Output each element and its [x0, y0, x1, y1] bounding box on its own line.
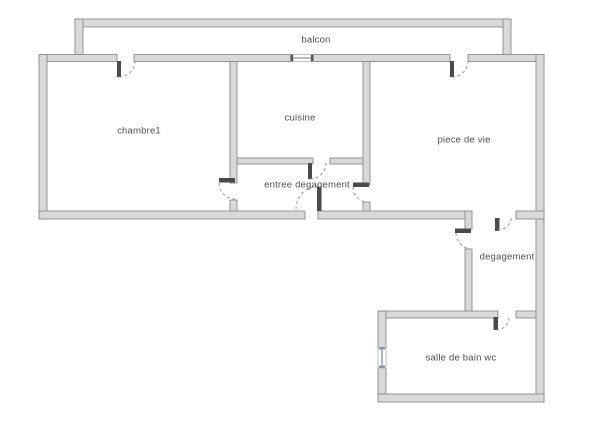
wall-left-outer: [38, 54, 48, 220]
door-arc-cuisine: [309, 162, 327, 180]
wall-chambre-right-upper: [229, 61, 238, 184]
wall-top-3: [310, 54, 451, 62]
door-arc-piece-de-vie: [352, 186, 369, 203]
wall-cuisine-right-lower: [362, 201, 371, 212]
wall-sdb-top-left: [377, 310, 499, 319]
room-label-entree-degagement: entree degagement: [264, 179, 350, 191]
door-leaf-piece-de-vie: [353, 182, 369, 187]
wall-sdb-left-upper: [377, 310, 387, 349]
door-leaf-degagement-top: [495, 218, 500, 231]
wall-sdb-left-lower: [377, 367, 387, 395]
wall-balcony-left: [74, 18, 84, 55]
wall-balcony-right: [502, 18, 512, 55]
wall-cuisine-right-upper: [362, 61, 371, 186]
door-leaf-entrance: [317, 187, 322, 211]
room-label-chambre1: chambre1: [117, 125, 161, 137]
wall-balcony-top: [74, 18, 512, 28]
door-leaf-degagement-side: [455, 228, 471, 233]
door-leaf-balcony-chambre: [117, 61, 121, 77]
window-icon-salle-de-bain: [377, 347, 387, 369]
door-arc-balcony-sejour: [451, 60, 469, 78]
wall-degagement-left-lower: [464, 248, 473, 312]
window-icon-cuisine: [290, 54, 314, 62]
wall-bottom-3: [515, 210, 545, 220]
door-leaf-salle-de-bain: [493, 317, 498, 330]
door-arc-degagement-top: [497, 215, 512, 231]
wall-cuisine-bottom-left: [236, 157, 314, 165]
wall-chambre-right-lower: [229, 199, 238, 212]
door-arcs-layer: [118, 60, 512, 331]
door-leaves-layer: [117, 61, 500, 330]
wall-bottom-1: [38, 210, 306, 220]
room-label-degagement: degagement: [479, 251, 535, 263]
wall-top-1: [38, 54, 118, 62]
door-leaf-balcony-sejour: [450, 61, 454, 77]
wall-top-2: [133, 54, 294, 62]
door-arc-chambre: [218, 182, 236, 200]
walls-layer: [38, 18, 545, 403]
door-arc-degagement-side: [455, 232, 473, 250]
door-arc-salle-de-bain: [495, 316, 510, 331]
room-label-piece-de-vie: piece de vie: [437, 134, 491, 146]
door-arc-balcony-chambre: [118, 60, 136, 78]
wall-sdb-top-right: [515, 310, 537, 319]
room-label-balcon: balcon: [301, 34, 331, 46]
wall-cuisine-bottom-right: [329, 157, 364, 165]
wall-degagement-left-upper: [464, 210, 473, 230]
room-label-cuisine: cuisine: [284, 112, 316, 124]
wall-bottom-2: [317, 210, 466, 220]
wall-sdb-bottom: [377, 393, 545, 403]
room-label-salle-de-bain-wc: salle de bain wc: [425, 352, 497, 364]
door-leaf-chambre: [219, 178, 235, 183]
door-leaf-cuisine: [308, 163, 312, 179]
door-arc-entrance: [295, 185, 320, 210]
wall-top-4: [467, 54, 545, 62]
wall-right-outer: [535, 54, 545, 403]
